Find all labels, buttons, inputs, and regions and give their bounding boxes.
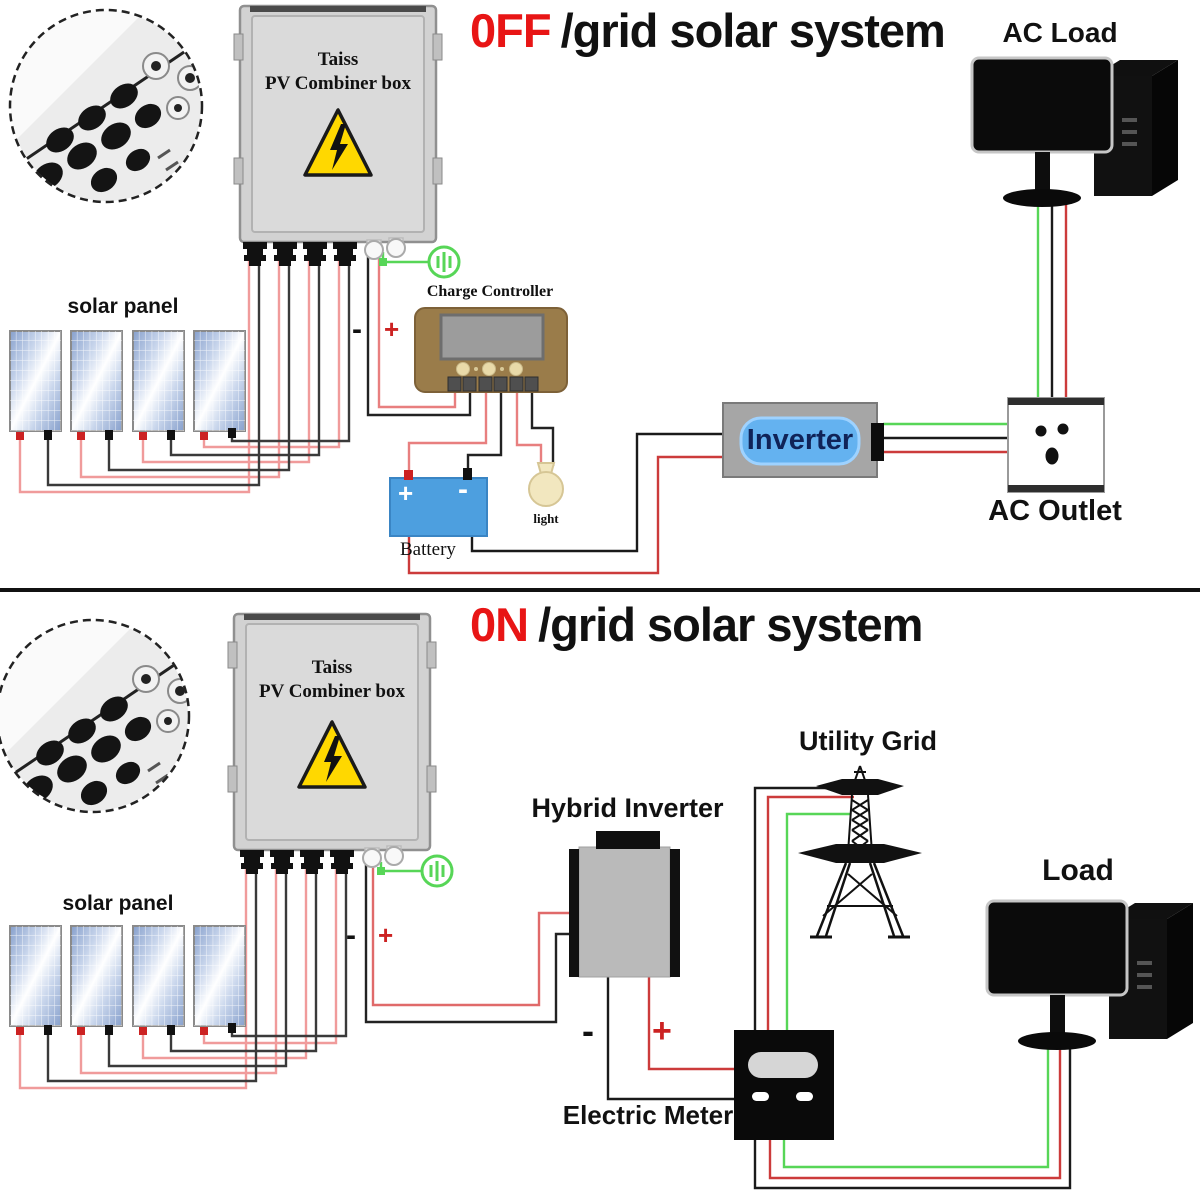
battery-to-inverter-negative-wire	[470, 432, 725, 553]
pv-minus-label-bottom: -	[346, 919, 356, 952]
controller-to-battery-positive-wire	[407, 391, 488, 472]
ac-load-graphic	[970, 56, 1180, 209]
load-label: Load	[1042, 854, 1114, 887]
meter-to-grid-ground-wire	[785, 812, 851, 1031]
pv-negative-wires	[46, 868, 348, 1083]
meter-to-grid-live-wire	[766, 795, 854, 1031]
controller-to-light-wire-a	[515, 391, 543, 467]
utility-grid-pylon-icon	[798, 765, 922, 939]
combiner-negative-to-hybrid-wire	[364, 864, 576, 1024]
controller-to-battery-negative-wire	[466, 391, 503, 470]
meter-minus-label: -	[582, 1010, 594, 1051]
electric-meter-label: Electric Meter	[562, 1100, 734, 1130]
meter-display	[748, 1052, 818, 1078]
on-grid-wires	[18, 786, 1072, 1190]
battery-plus-sign: +	[398, 478, 414, 508]
section-divider	[0, 588, 1200, 592]
outlet-hole	[1035, 425, 1047, 437]
pv-plus-label-bottom: +	[378, 920, 394, 950]
on-grid-title: 0N/grid solar system	[470, 598, 923, 651]
battery-minus-sign: -	[458, 473, 468, 506]
combiner-ground-wire	[379, 862, 421, 873]
outlet-hole	[1045, 447, 1059, 465]
off-grid-wires	[18, 200, 1068, 575]
outlet-hole	[1057, 423, 1069, 435]
combiner-subtitle-top: PV Combiner box	[264, 73, 412, 94]
meter-plus-label: +	[652, 1012, 672, 1050]
light-bulb-icon	[528, 462, 564, 507]
meter-to-load-neutral-wire	[753, 1046, 1072, 1190]
charge-controller-label: Charge Controller	[426, 283, 554, 300]
hybrid-inverter-box	[569, 831, 680, 978]
ac-outlet-graphic	[1007, 397, 1105, 493]
controller-to-light-wire-b	[530, 391, 555, 466]
electric-meter-graphic	[734, 1030, 834, 1140]
controller-screen	[439, 313, 545, 361]
title-accent: 0FF	[470, 4, 552, 57]
combiner-negative-to-controller-wire	[366, 255, 472, 417]
pv-plus-label-top: +	[384, 314, 400, 344]
panel-terminals	[16, 1023, 236, 1035]
battery	[389, 468, 488, 537]
combiner-positive-to-hybrid-wire	[371, 864, 576, 1007]
solar-panel-label-top: solar panel	[67, 295, 179, 318]
title-accent: 0N	[470, 598, 529, 651]
battery-negative-terminal	[463, 468, 472, 480]
inverter-box	[722, 402, 884, 478]
light-label: light	[533, 511, 559, 526]
solar-panel-array-bottom	[9, 925, 246, 1035]
utility-grid-label: Utility Grid	[798, 726, 937, 756]
controller-terminals	[447, 376, 539, 392]
pv-negative-wires	[46, 260, 351, 487]
combiner-title-bottom: Taiss	[311, 657, 353, 678]
combiner-positive-to-controller-wire	[377, 255, 457, 409]
charge-controller	[414, 307, 568, 393]
battery-to-inverter-positive-wire	[407, 455, 725, 575]
ac-load-label: AC Load	[1002, 17, 1118, 48]
panel-terminals	[16, 428, 236, 440]
meter-to-grid-neutral-wire	[753, 786, 856, 1031]
solar-panel-array-top	[9, 330, 246, 440]
combiner-subtitle-bottom: PV Combiner box	[258, 681, 406, 702]
off-grid-title: 0FF/grid solar system	[470, 4, 946, 57]
ac-outlet-label: AC Outlet	[988, 495, 1122, 527]
inverter-badge	[739, 416, 861, 466]
pv-minus-label-top: -	[352, 313, 362, 346]
pv-positive-wires	[18, 868, 338, 1090]
pv-combiner-box-top	[233, 4, 443, 266]
hybrid-to-meter-negative-wire	[606, 977, 736, 1101]
pv-positive-wires	[18, 260, 341, 494]
hybrid-inverter-label: Hybrid Inverter	[531, 793, 724, 823]
battery-label: Battery	[400, 539, 456, 560]
meter-to-load-ground-wire	[782, 1046, 1050, 1169]
battery-positive-terminal	[404, 470, 413, 480]
combiner-title-top: Taiss	[317, 49, 359, 70]
hybrid-to-meter-positive-wire	[647, 977, 736, 1071]
inverter-label: Inverter	[746, 424, 854, 456]
solar-panel-label-bottom: solar panel	[62, 892, 174, 915]
meter-to-load-live-wire	[768, 1046, 1062, 1180]
inset-photo-bottom	[0, 621, 188, 811]
load-graphic	[985, 899, 1195, 1052]
pv-combiner-box-bottom	[227, 612, 437, 874]
